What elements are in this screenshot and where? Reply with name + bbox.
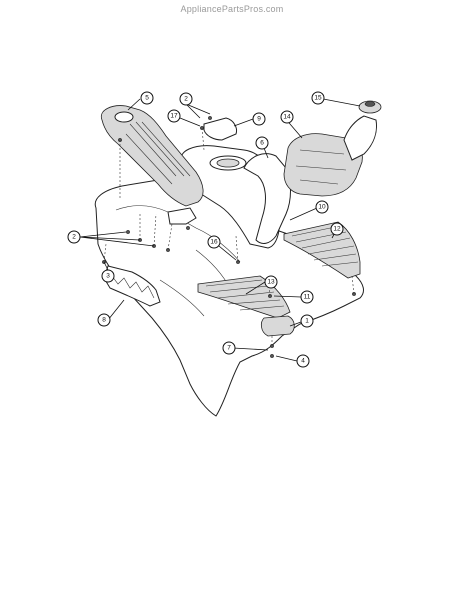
svg-text:2: 2 [72, 234, 76, 241]
callout-14: 14 [280, 110, 294, 124]
svg-text:17: 17 [170, 113, 178, 120]
svg-text:15: 15 [314, 95, 322, 102]
svg-text:10: 10 [318, 204, 326, 211]
bracket-plate-9 [203, 117, 237, 141]
svg-text:8: 8 [102, 317, 106, 324]
callout-7: 7 [222, 341, 236, 355]
callout-2-left: 2 [67, 230, 81, 244]
heat-shield-zigzag [111, 275, 155, 299]
callout-11: 11 [300, 290, 314, 304]
callout-12: 12 [330, 222, 344, 236]
svg-text:6: 6 [260, 140, 264, 147]
callout-13: 13 [264, 275, 278, 289]
callout-9: 9 [252, 112, 266, 126]
latch-part-1 [260, 315, 295, 337]
svg-text:11: 11 [304, 294, 311, 301]
fuel-cap-15 [358, 100, 382, 114]
callout-6: 6 [255, 136, 269, 150]
fuel-tank-ridges [295, 149, 347, 185]
filler-neck [343, 115, 377, 161]
callout-1: 1 [300, 314, 314, 328]
callout-15: 15 [311, 91, 325, 105]
mount-bracket [167, 207, 197, 225]
callout-4: 4 [296, 354, 310, 368]
dashboard-panel-5 [100, 105, 204, 207]
svg-text:7: 7 [227, 345, 231, 352]
cup-holder [114, 111, 134, 123]
svg-text:16: 16 [210, 239, 218, 246]
fender-rail-6 [243, 153, 291, 244]
svg-text:14: 14 [283, 114, 291, 121]
callout-17: 17 [167, 109, 181, 123]
svg-text:13: 13 [267, 279, 275, 286]
svg-text:4: 4 [301, 358, 305, 365]
svg-text:3: 3 [106, 273, 110, 280]
svg-text:1: 1 [305, 318, 309, 325]
callout-16: 16 [207, 235, 221, 249]
fuel-cap-top [364, 101, 376, 107]
callout-8: 8 [97, 313, 111, 327]
foot-rest-13-treads [205, 279, 285, 311]
steering-opening-inner [216, 158, 240, 168]
callout-10: 10 [315, 200, 329, 214]
svg-text:9: 9 [257, 116, 261, 123]
svg-text:5: 5 [145, 95, 149, 102]
foot-rest-12-treads [291, 225, 359, 267]
callout-5: 5 [140, 91, 154, 105]
svg-text:2: 2 [184, 96, 188, 103]
callout-3: 3 [101, 269, 115, 283]
callout-2-top: 2 [179, 92, 193, 106]
svg-text:12: 12 [333, 226, 341, 233]
assembly-lines [103, 127, 355, 346]
site-watermark: AppliancePartsPros.com [180, 4, 284, 14]
dashboard-slots [125, 121, 191, 185]
